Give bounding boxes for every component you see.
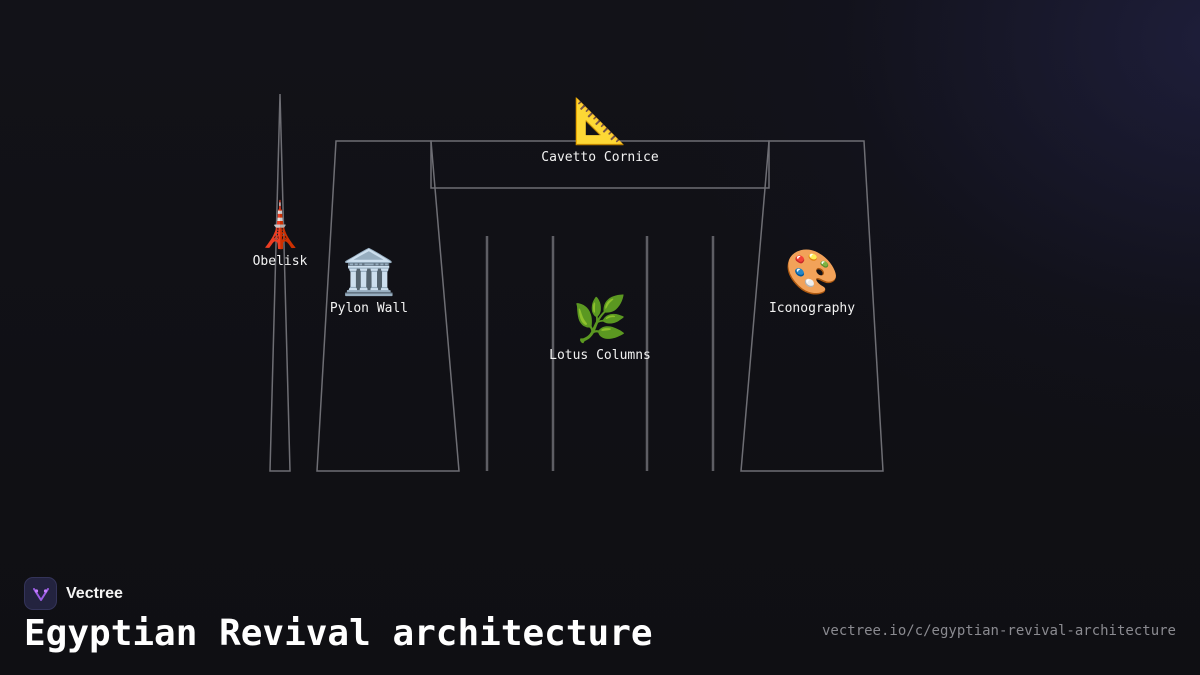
node-label: Iconography [769, 301, 855, 316]
brand[interactable]: Vectree [24, 577, 123, 610]
page-title: Egyptian Revival architecture [24, 613, 653, 654]
cornice-outline [430, 140, 770, 189]
node-label: Lotus Columns [549, 348, 651, 363]
node-iconography[interactable]: 🎨 Iconography [769, 245, 855, 316]
herb-icon: 🌿 [573, 294, 628, 345]
obelisk-outline [269, 93, 291, 472]
vectree-logo-icon [24, 577, 57, 610]
tower-icon: 🗼 [253, 198, 308, 251]
node-pylon-wall[interactable]: 🏛️ Pylon Wall [330, 247, 408, 316]
node-obelisk[interactable]: 🗼 Obelisk [253, 198, 308, 269]
page-url[interactable]: vectree.io/c/egyptian-revival-architectu… [821, 623, 1176, 639]
node-label: Cavetto Cornice [541, 150, 659, 165]
node-cavetto-cornice[interactable]: 📐 Cavetto Cornice [541, 96, 659, 165]
right-pylon-outline [740, 140, 884, 472]
node-lotus-columns[interactable]: 🌿 Lotus Columns [549, 294, 651, 363]
node-label: Obelisk [253, 254, 308, 269]
triangular-ruler-icon: 📐 [573, 96, 628, 147]
brand-name: Vectree [66, 584, 123, 602]
palette-icon: 🎨 [785, 245, 840, 298]
classical-building-icon: 🏛️ [342, 247, 397, 298]
node-label: Pylon Wall [330, 301, 408, 316]
left-pylon-outline [316, 140, 460, 472]
